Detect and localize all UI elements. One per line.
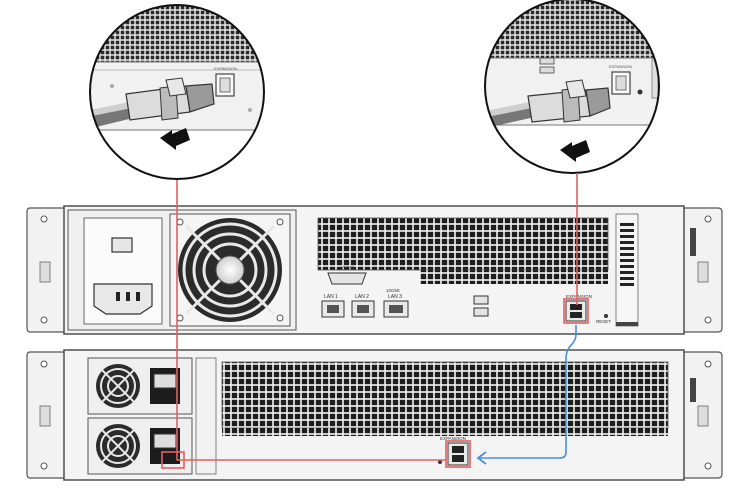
cable-connectors: [161, 173, 589, 469]
zoom-circle-left: EXPANSION: [89, 4, 265, 180]
zoom-left-port-label: EXPANSION: [214, 66, 237, 71]
reset-label: RESET: [596, 319, 611, 324]
zoom-right-port-label: EXPANSION: [609, 64, 632, 69]
zoom-circle-right: EXPANSION: [484, 0, 660, 174]
lan3-speed-label: 10GbE: [386, 288, 400, 293]
power-switch[interactable]: [111, 237, 133, 253]
usb-port-2[interactable]: [473, 307, 489, 317]
lan3-label: LAN 3: [388, 294, 402, 300]
psu-port-highlight: [161, 451, 185, 469]
insert-arrow-right-icon: [560, 140, 590, 162]
lower-port-highlight: [445, 440, 471, 468]
lower-expansion-label: EXPANSION: [440, 436, 466, 441]
upper-port-highlight: [563, 298, 589, 324]
lan2-label: LAN 2: [355, 294, 369, 300]
expansion-label: EXPANSION: [566, 294, 592, 299]
insert-arrow-left-icon: [160, 128, 190, 150]
reset-button[interactable]: [604, 314, 608, 318]
main-unit-rear: COM LAN 1 LAN 2 10GbE LAN 3 EXPANSION RE…: [26, 205, 723, 335]
blue-cable-arrowhead-icon: [476, 451, 487, 465]
red-leader-line-left: [176, 180, 446, 461]
blue-connection-cable: [480, 325, 577, 459]
power-inlet[interactable]: [93, 283, 153, 315]
usb-port-1[interactable]: [473, 295, 489, 305]
com-port[interactable]: [327, 272, 367, 285]
fan-grille: [169, 213, 291, 327]
expansion-unit-rear: EXPANSION: [26, 349, 723, 481]
lan1-label: LAN 1: [324, 294, 338, 300]
com-label: COM: [342, 266, 354, 272]
